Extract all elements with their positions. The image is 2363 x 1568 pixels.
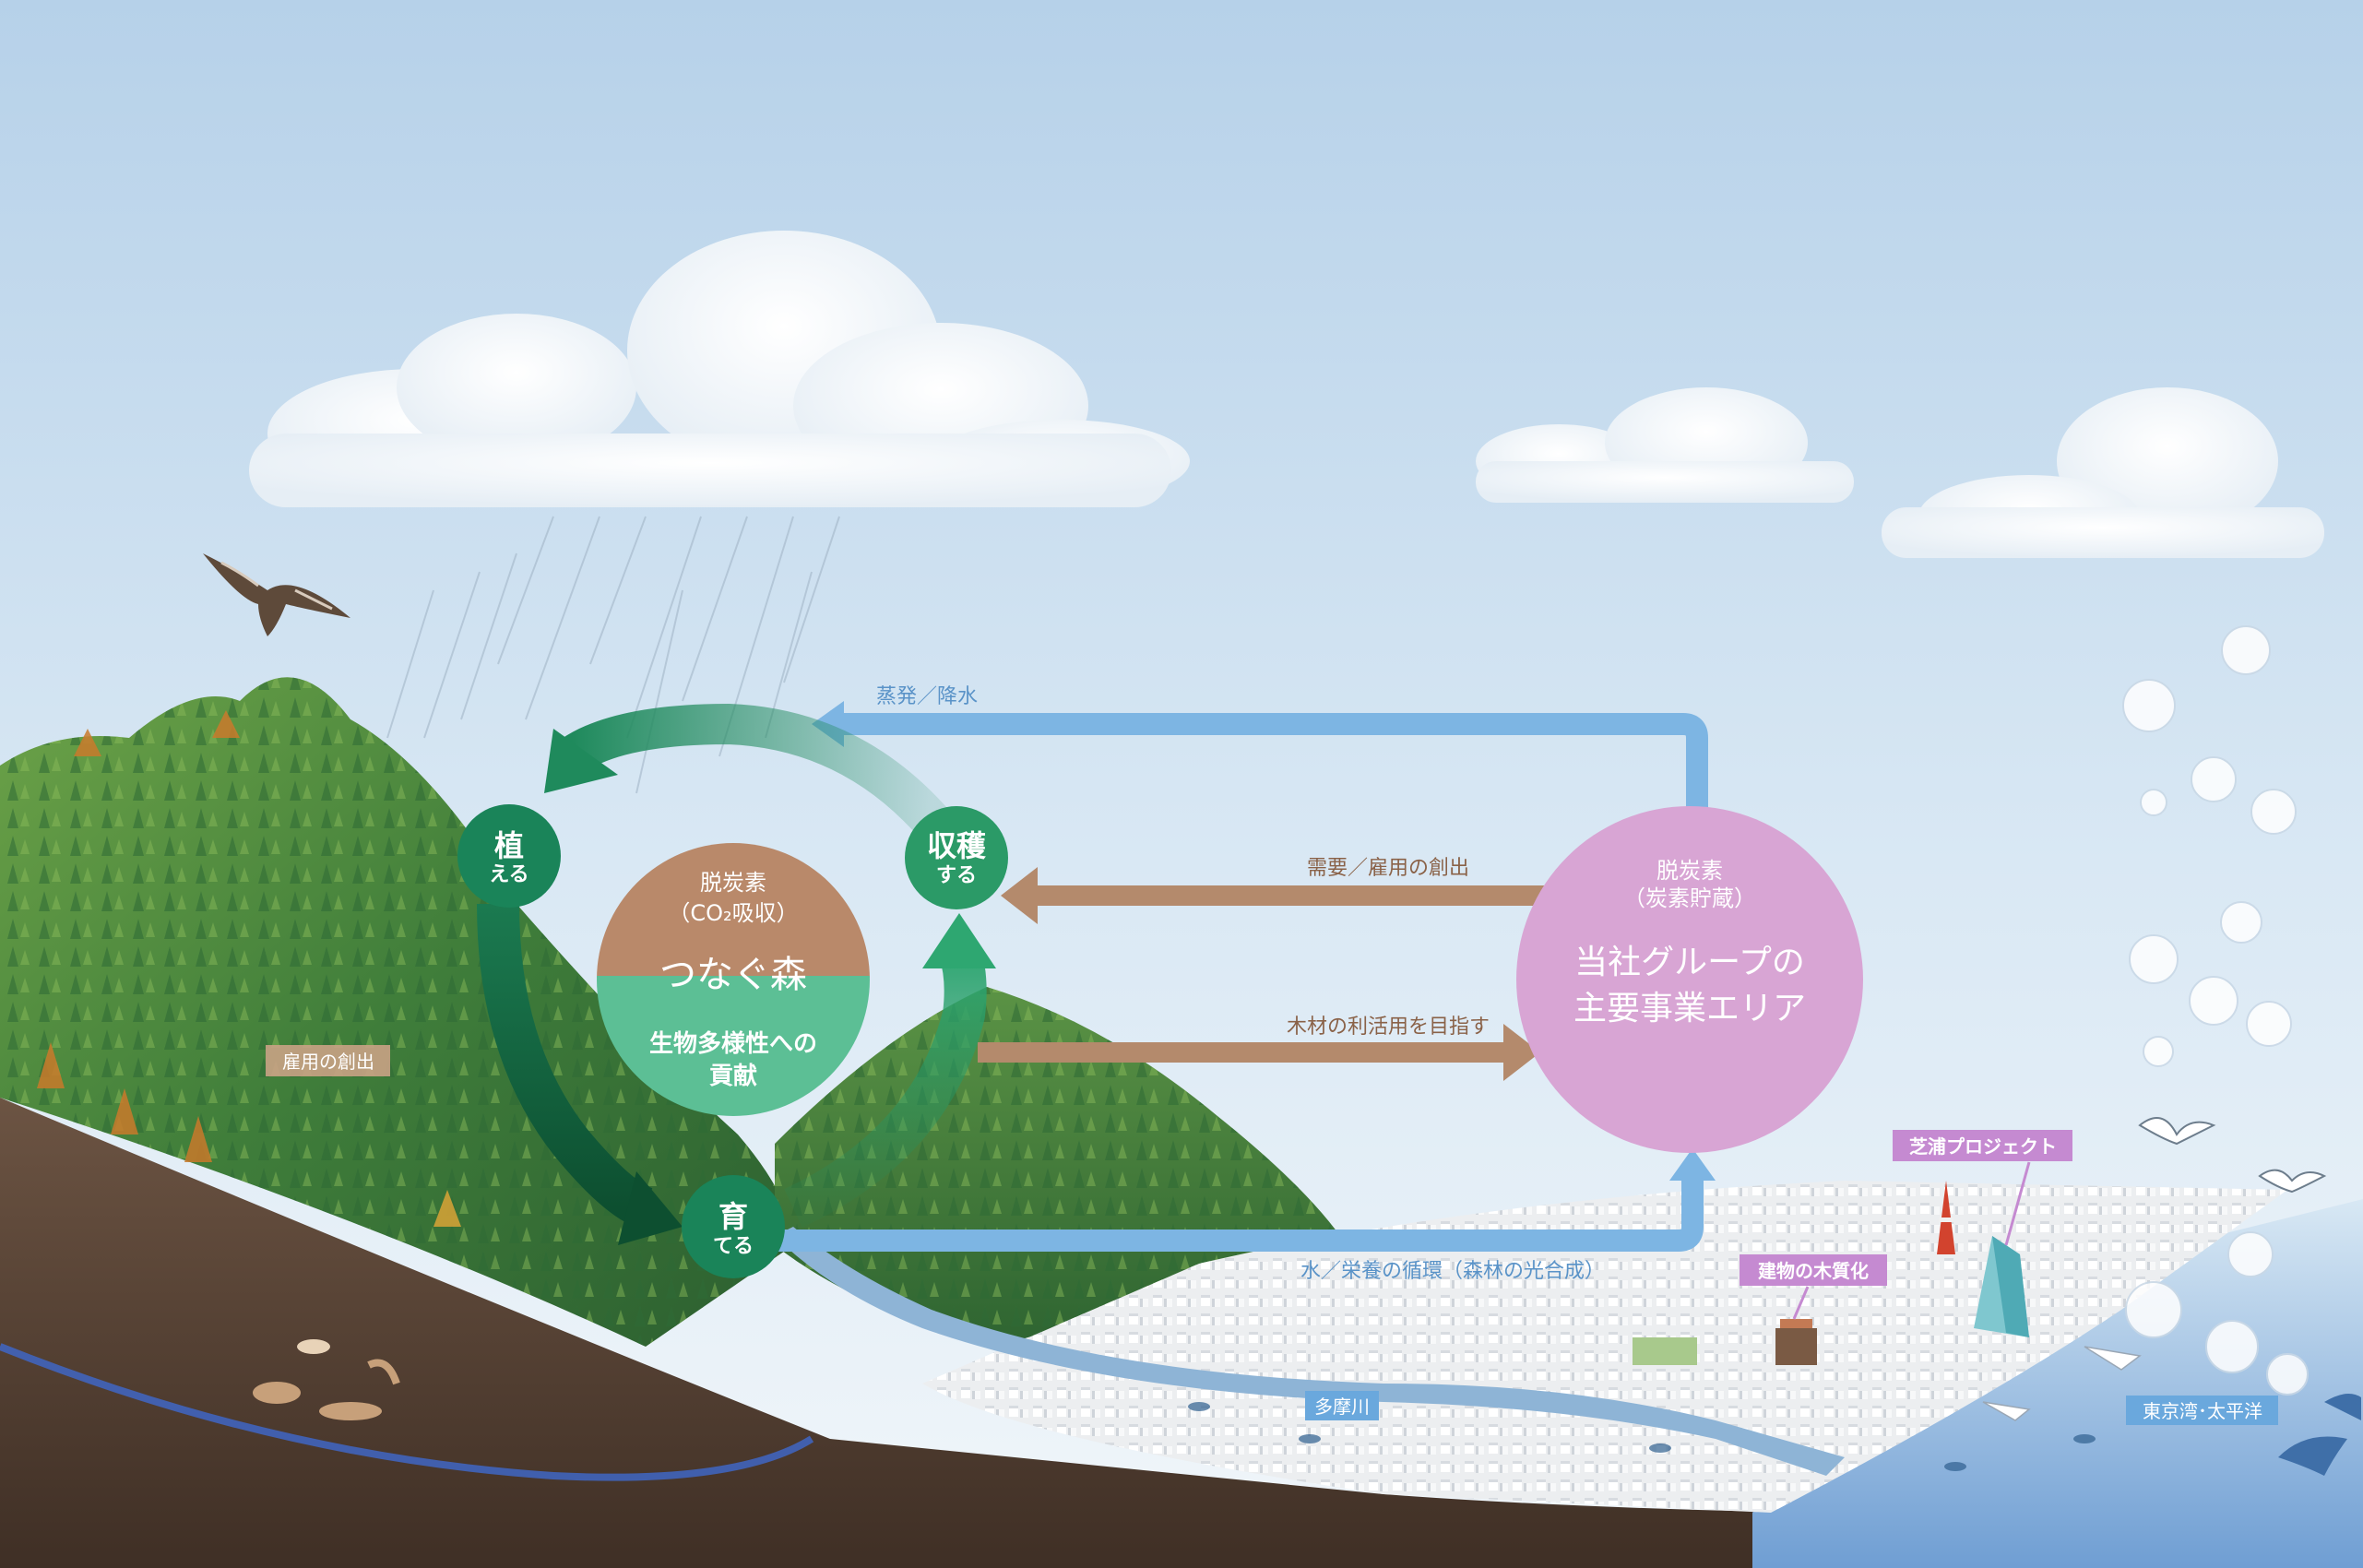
center-top-line2: （CO₂吸収） [668, 900, 798, 926]
water-cycle-flow-arrowhead [1669, 1148, 1716, 1181]
employment-label: 雇用の創出 [282, 1051, 374, 1073]
evaporation-flow-line [830, 713, 1708, 812]
seagull-icon [2138, 1117, 2327, 1194]
business-main1: 当社グループの [1574, 944, 1805, 981]
cloud-small [1476, 387, 1854, 503]
tokyo-bay-label: 東京湾･太平洋 [2143, 1400, 2262, 1422]
soil-ground [0, 1098, 2363, 1568]
evaporation-label: 蒸発／降水 [876, 685, 978, 708]
tama-river [775, 1227, 1845, 1476]
wooden-building-pointer [1792, 1286, 1810, 1320]
cycle-grow-main: 育 [718, 1199, 748, 1234]
cycle-plant-sub: える [489, 863, 528, 886]
rain [386, 516, 840, 794]
cycle-grow-sub: てる [713, 1235, 754, 1258]
cycle-harvest-main: 収穫 [927, 828, 986, 863]
water-cycle-label: 水／栄養の循環（森林の光合成） [1300, 1260, 1605, 1283]
demand-flow-line [1024, 885, 1550, 906]
dolphin-icon [2278, 1394, 2361, 1476]
cloud-large [249, 231, 1190, 507]
business-line1: 脱炭素 [1656, 858, 1723, 884]
tokyo-tower-icon [1937, 1181, 1955, 1254]
cycle-node-plant [457, 804, 561, 908]
wood-use-label: 木材の利活用を目指す [1287, 1016, 1490, 1039]
wood-use-flow-arrowhead [1503, 1024, 1540, 1081]
underground-water [0, 1343, 814, 1481]
cycle-arrowhead-grow [618, 1171, 683, 1245]
cycle-node-harvest [905, 806, 1008, 909]
wood-use-flow-line [978, 1042, 1522, 1063]
airplane-icon [1982, 1346, 2142, 1421]
cycle-arrow-plant-to-grow [477, 903, 654, 1229]
shibaura-pointer [2004, 1161, 2031, 1246]
tokyo-bay-sea [1752, 1199, 2363, 1568]
business-main2: 主要事業エリア [1573, 990, 1806, 1028]
center-title: つなぐ森 [659, 954, 807, 996]
tama-river-label: 多摩川 [1314, 1396, 1370, 1418]
employment-label-bg [266, 1045, 390, 1076]
cycle-arrow-harvest-to-plant [560, 703, 947, 835]
cycle-arrowhead-harvest [922, 913, 996, 968]
city-buildings [922, 1181, 2287, 1513]
soil-creatures [253, 1339, 400, 1420]
center-top-line1: 脱炭素 [700, 870, 766, 896]
demand-flow-arrowhead [1001, 867, 1038, 924]
business-area-circle [1516, 806, 1863, 1153]
cycle-arrowhead-plant [544, 729, 618, 793]
cycle-arrow-grow-to-harvest [784, 943, 987, 1228]
business-line2: （炭素貯蔵） [1623, 885, 1756, 911]
fish [1188, 1402, 2096, 1471]
cloud-right [1882, 387, 2324, 558]
cycle-harvest-sub: する [936, 864, 977, 887]
city-park [1633, 1337, 1697, 1365]
bubbles [2122, 625, 2309, 1396]
hawk-icon [203, 553, 350, 636]
center-bottom-line2: 貢献 [709, 1063, 757, 1090]
shibaura-building [1974, 1236, 2029, 1337]
shibaura-label-bg [1893, 1130, 2072, 1161]
water-cycle-flow-line [775, 1171, 1704, 1252]
center-bottom-line1: 生物多様性への [649, 1029, 817, 1058]
demand-label: 需要／雇用の創出 [1307, 857, 1469, 880]
shibaura-label: 芝浦プロジェクト [1909, 1135, 2057, 1158]
tokyo-bay-label-bg [2126, 1396, 2278, 1425]
autumn-trees [37, 710, 461, 1227]
cycle-node-grow [682, 1175, 785, 1278]
wooden-building [1775, 1319, 1817, 1365]
wooden-building-label: 建物の木質化 [1758, 1260, 1869, 1282]
tama-river-label-bg [1305, 1391, 1379, 1420]
cycle-plant-main: 植 [494, 828, 524, 863]
wooden-building-label-bg [1740, 1254, 1887, 1286]
